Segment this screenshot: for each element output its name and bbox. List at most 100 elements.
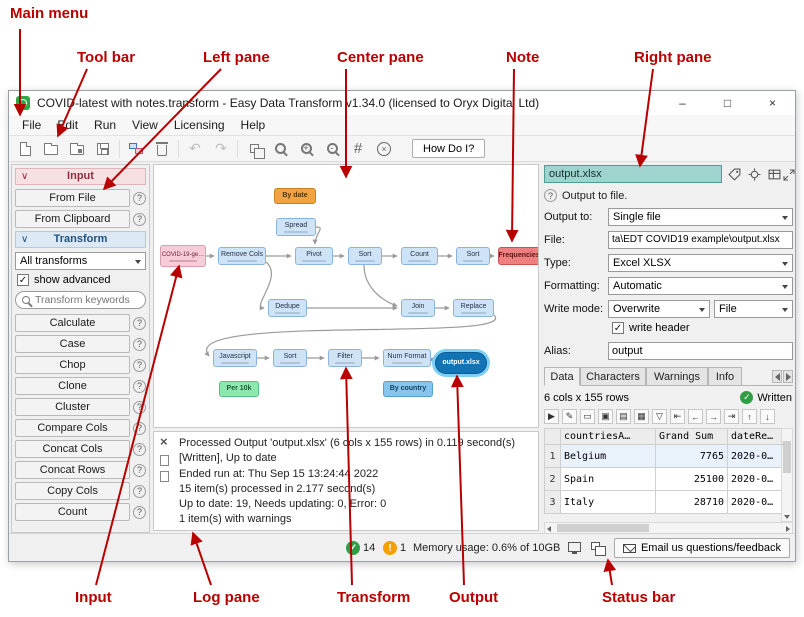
vertical-scrollbar[interactable] [781,428,793,522]
transform-section-header[interactable]: ∨ Transform [15,231,146,248]
rename-icon[interactable] [726,167,742,182]
settings-icon[interactable] [746,167,762,182]
cascade-windows-icon[interactable] [588,542,606,558]
node-spread[interactable]: Spread [276,218,316,236]
row-number-cell[interactable]: 3 [545,491,561,514]
table-cell[interactable]: 25100 [656,468,728,491]
transform-filter-dropdown[interactable]: All transforms [15,252,146,270]
show-advanced-checkbox[interactable]: ✓ show advanced [17,274,146,286]
node-note-by-date[interactable]: By date [274,188,316,204]
table-icon[interactable]: ▦ [634,409,649,424]
maximize-button[interactable]: □ [723,96,732,110]
transform-copy-cols-button[interactable]: Copy Cols [15,482,130,500]
open-recent-icon[interactable] [67,139,87,159]
rows-icon[interactable]: ▤ [616,409,631,424]
node-replace[interactable]: Replace [453,299,494,317]
help-icon[interactable]: ? [133,379,146,393]
tab-info[interactable]: Info [708,367,742,386]
transform-case-button[interactable]: Case [15,335,130,353]
node-filter[interactable]: Filter [328,349,362,367]
table-header-cell[interactable]: dateRe… [728,429,782,445]
transform-concat-cols-button[interactable]: Concat Cols [15,440,130,458]
node-sort-1[interactable]: Sort [348,247,382,265]
grid-toggle-icon[interactable]: # [353,140,363,157]
node-note-per-10k[interactable]: Per 10k [219,381,259,397]
center-pane-canvas[interactable]: COVID-19-ge… Remove Cols By date Spread … [153,164,539,428]
menu-view[interactable]: View [132,118,158,132]
node-input-covid[interactable]: COVID-19-ge… [160,245,206,267]
delete-icon[interactable] [152,139,172,159]
transform-cluster-button[interactable]: Cluster [15,398,130,416]
zoom-out-icon[interactable] [322,139,342,159]
tab-data[interactable]: Data [544,367,580,386]
transform-count-button[interactable]: Count [15,503,130,521]
layout-icon[interactable] [126,139,146,159]
checkbox-check-icon[interactable]: ✓ [17,274,29,286]
select-icon[interactable]: ▣ [598,409,613,424]
menu-licensing[interactable]: Licensing [173,118,225,132]
transform-search-input[interactable] [35,294,139,306]
alias-input[interactable]: output [608,342,793,360]
help-icon[interactable]: ? [544,189,557,202]
cancel-icon[interactable]: × [374,139,394,159]
last-col-icon[interactable]: ⇥ [724,409,739,424]
table-header-cell[interactable]: Grand Sum [656,429,728,445]
close-button[interactable]: × [768,96,776,110]
monitor-icon[interactable] [565,542,583,558]
menu-file[interactable]: File [22,118,42,132]
next-col-icon[interactable]: → [706,409,721,424]
transform-clone-button[interactable]: Clone [15,377,130,395]
help-icon[interactable]: ? [133,505,146,519]
row-number-cell[interactable]: 2 [545,468,561,491]
table-cell[interactable]: 2020-0… [728,491,782,514]
node-note-frequencies[interactable]: Frequencies [498,247,538,265]
transform-search[interactable] [15,291,146,309]
tab-scroll-right-icon[interactable] [783,370,793,383]
zoom-icon[interactable] [270,139,290,159]
zoom-in-icon[interactable] [296,139,316,159]
first-col-icon[interactable]: ⇤ [670,409,685,424]
cell-icon[interactable]: ▭ [580,409,595,424]
formatting-select[interactable]: Automatic [608,277,793,295]
help-icon[interactable]: ? [133,484,146,498]
node-javascript[interactable]: Javascript [213,349,257,367]
run-icon[interactable]: ▶ [544,409,559,424]
row-number-cell[interactable]: 1 [545,445,561,468]
help-icon[interactable]: ? [133,358,146,372]
table-cell[interactable]: 7765 [656,445,728,468]
help-icon[interactable]: ? [133,316,146,330]
expand-pane-icon[interactable] [782,167,795,182]
node-join[interactable]: Join [401,299,435,317]
help-icon[interactable]: ? [133,421,146,435]
minimize-button[interactable]: – [679,96,686,110]
scroll-down-icon[interactable] [784,515,790,519]
help-icon[interactable]: ? [133,463,146,477]
scrollbar-thumb[interactable] [557,524,649,532]
input-section-header[interactable]: ∨ Input [15,168,146,185]
transform-concat-rows-button[interactable]: Concat Rows [15,461,130,479]
node-sort-3[interactable]: Sort [273,349,307,367]
help-icon[interactable]: ? [133,337,146,351]
node-name-field[interactable]: output.xlsx [544,165,722,183]
write-target-select[interactable]: File [714,300,793,318]
node-note-by-country[interactable]: By country [383,381,433,397]
node-remove-cols[interactable]: Remove Cols [218,247,266,265]
scroll-left-icon[interactable] [547,525,551,532]
node-dedupe[interactable]: Dedupe [268,299,307,317]
checkbox-check-icon[interactable]: ✓ [612,322,624,334]
output-to-select[interactable]: Single file [608,208,793,226]
write-mode-select[interactable]: Overwrite [608,300,710,318]
transform-calculate-button[interactable]: Calculate [15,314,130,332]
node-count[interactable]: Count [401,247,438,265]
node-output-xlsx[interactable]: output.xlsx [435,352,487,374]
scroll-right-icon[interactable] [786,525,790,532]
clear-log-icon[interactable]: × [160,434,168,449]
new-file-icon[interactable] [15,139,35,159]
file-path-input[interactable]: ta\EDT COVID19 example\output.xlsx [608,231,793,249]
menu-edit[interactable]: Edit [57,118,79,132]
menu-run[interactable]: Run [94,118,117,132]
node-num-format[interactable]: Num Format [383,349,431,367]
table-cell[interactable]: Spain [561,468,656,491]
edit-icon[interactable]: ✎ [562,409,577,424]
type-select[interactable]: Excel XLSX [608,254,793,272]
